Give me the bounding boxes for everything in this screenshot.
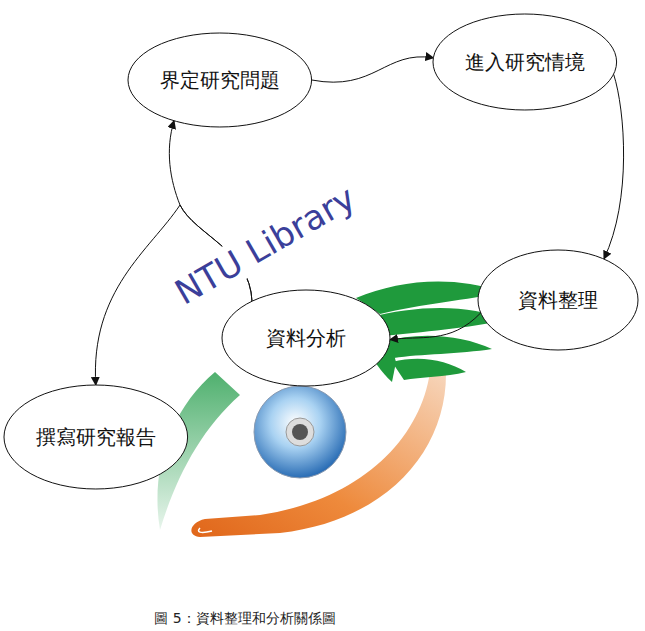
node-label: 進入研究情境	[465, 50, 585, 74]
logo-orange-hand	[191, 372, 446, 537]
flow-arrow	[390, 313, 481, 340]
flow-arrow	[604, 74, 624, 259]
node-label: 撰寫研究報告	[36, 425, 156, 449]
ellipse-shape	[4, 385, 188, 489]
process-ellipse: 界定研究問題	[127, 32, 313, 128]
ellipse-shape	[478, 250, 638, 350]
process-ellipse: 資料整理	[477, 249, 639, 351]
process-ellipse: 進入研究情境	[432, 13, 618, 111]
process-ellipse: 撰寫研究報告	[3, 384, 189, 490]
logo-hand-curl	[199, 528, 213, 532]
figure-caption: 圖 5：資料整理和分析關係圖	[154, 610, 335, 628]
node-label: 資料整理	[518, 288, 598, 312]
logo-disc-ring	[286, 418, 314, 446]
node-label: 界定研究問題	[160, 68, 280, 92]
ellipse-shape	[433, 14, 617, 110]
ellipse-shape	[222, 290, 390, 386]
logo-disc	[254, 386, 346, 478]
process-ellipse: 資料分析	[221, 289, 391, 387]
logo-disc-hole	[292, 424, 308, 440]
flow-arrow	[312, 57, 434, 82]
ellipse-shape	[128, 33, 312, 127]
node-label: 資料分析	[266, 326, 346, 350]
